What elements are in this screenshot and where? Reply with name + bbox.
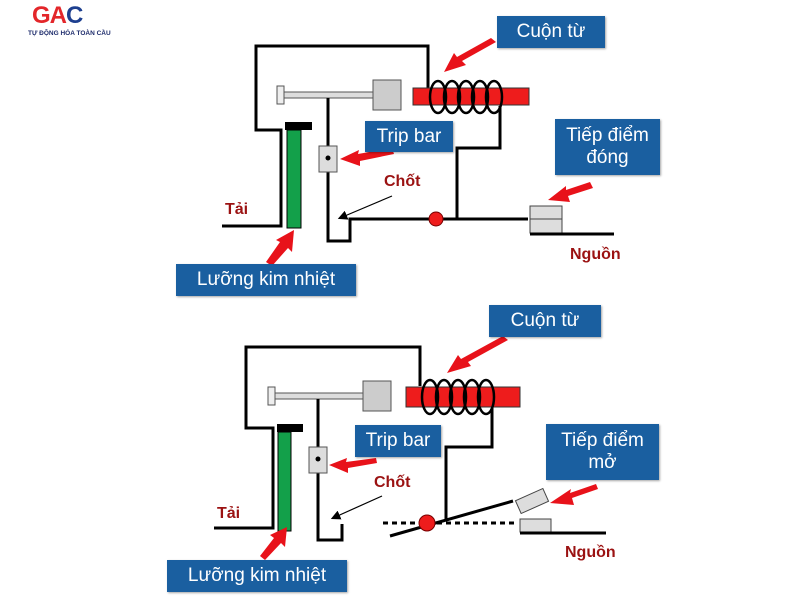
bottom-latch-label: Chốt: [374, 474, 411, 491]
top-trip-arrow: [340, 148, 394, 166]
top-load-label: Tải: [225, 201, 249, 218]
bottom-trip-arrow: [329, 458, 377, 473]
bottom-coil-winding: [420, 378, 496, 416]
bottom-bimetal-cap: [277, 424, 303, 432]
bottom-pivot-dot: [418, 514, 436, 532]
bottom-coil-wire: [444, 408, 494, 520]
top-coil-winding: [428, 79, 504, 115]
bottom-bimetal-strip: [277, 431, 292, 532]
bottom-trip-bar-label-text: Trip bar: [365, 430, 431, 451]
bottom-contact-label-line2: mở: [588, 452, 617, 473]
bottom-contact-label-line1: Tiếp điểm: [561, 430, 644, 451]
logo-mark: GAC: [32, 2, 83, 29]
logo-letter-c: C: [66, 2, 83, 29]
top-trip-bar-label: Trip bar: [365, 121, 453, 152]
top-contact-arrow: [548, 182, 593, 202]
top-bimetal-label: Lưỡng kim nhiệt: [176, 264, 356, 296]
top-plunger-end: [276, 85, 285, 105]
bottom-bimetal-label-text: Lưỡng kim nhiệt: [187, 565, 327, 586]
bottom-contact-fixed: [519, 518, 552, 533]
bottom-source-label: Nguồn: [565, 544, 616, 561]
bottom-coil-arrow: [447, 336, 508, 373]
bottom-contact-moving: [514, 487, 550, 515]
bottom-armature: [362, 380, 392, 412]
top-bimetal-cap: [285, 122, 312, 130]
top-trip-bar-pivot: [325, 155, 331, 161]
bottom-load-label: Tải: [217, 505, 241, 522]
logo-subtitle: TỰ ĐỘNG HÓA TOÀN CẦU: [28, 30, 111, 37]
top-diagram: [222, 38, 614, 266]
top-contact-label-line1: Tiếp điểm: [566, 125, 649, 146]
top-coil-label: Cuộn từ: [497, 16, 605, 48]
top-latch-arrow: [337, 195, 393, 220]
top-contact-label-line2: đóng: [586, 147, 629, 168]
bottom-bimetal-arrow: [260, 527, 287, 560]
bottom-diagram: [214, 336, 606, 560]
top-armature: [372, 79, 402, 111]
top-coil-wire: [455, 106, 502, 219]
bottom-coil-label-text: Cuộn từ: [510, 310, 580, 331]
bottom-contact-arrow: [550, 484, 598, 505]
top-coil-arrow: [444, 38, 496, 72]
top-wire-loop: [222, 44, 430, 228]
top-bimetal-label-text: Lưỡng kim nhiệt: [196, 269, 336, 290]
bottom-plunger-end: [267, 386, 276, 406]
logo-letter-a: A: [49, 2, 67, 29]
bottom-bimetal-label: Lưỡng kim nhiệt: [167, 560, 347, 592]
top-source-label: Nguồn: [570, 246, 621, 263]
logo-letter-g: G: [32, 2, 51, 29]
company-logo: GAC TỰ ĐỘNG HÓA TOÀN CẦU: [28, 4, 118, 40]
bottom-plunger-rod: [273, 392, 365, 400]
top-plunger-rod: [283, 91, 375, 99]
top-coil-label-text: Cuộn từ: [516, 21, 586, 42]
top-bimetal-arrow: [266, 230, 294, 266]
bottom-trip-bar-pivot: [315, 456, 321, 462]
top-contact-moving: [529, 205, 563, 220]
top-bimetal-strip: [286, 129, 302, 229]
top-trip-bar-label-text: Trip bar: [376, 125, 442, 147]
bottom-tilted-arm: [389, 499, 514, 538]
bottom-latch-arrow: [330, 495, 383, 520]
top-pivot-dot: [428, 211, 444, 227]
bottom-coil-label: Cuộn từ: [489, 305, 601, 337]
top-latch-label: Chốt: [384, 173, 421, 190]
bottom-wire-loop: [214, 345, 422, 530]
top-trip-bar-line: [326, 98, 528, 243]
bottom-trip-bar-label: Trip bar: [355, 425, 441, 457]
top-contact-fixed: [529, 218, 563, 234]
